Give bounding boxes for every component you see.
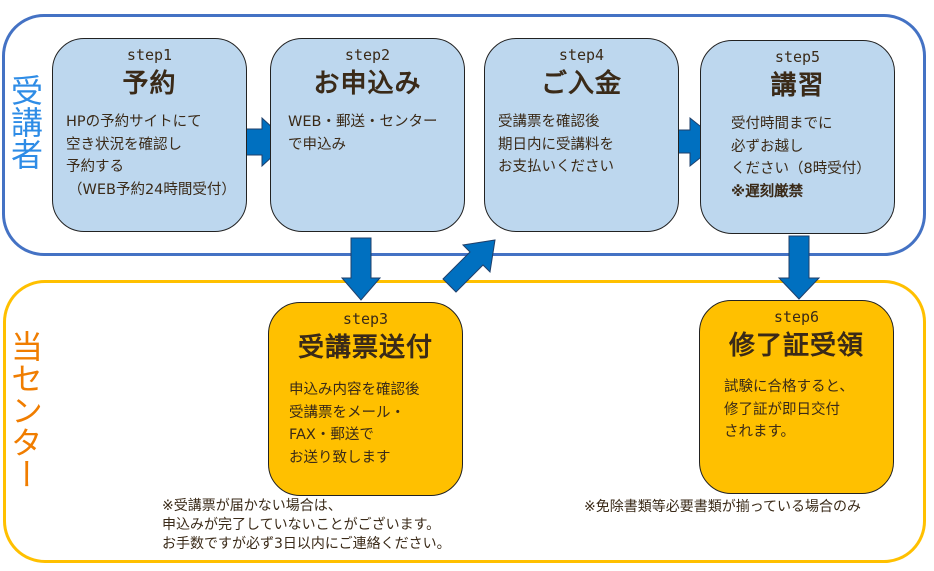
lane-student <box>2 14 926 256</box>
step-title: 修了証受領 <box>728 331 864 361</box>
step-number: step2 <box>344 46 391 64</box>
step-number: step6 <box>773 308 820 326</box>
body-line: 受講票を確認後 <box>498 114 600 130</box>
step-title: ご入金 <box>540 69 622 99</box>
step-card-2: step2 お申込み WEB・郵送・センターで申込み <box>270 38 465 232</box>
body-line: お支払いください <box>498 159 614 175</box>
body-line: 受付時間までに <box>731 116 833 132</box>
body-line: （WEB予約24時間受付） <box>68 181 236 198</box>
step-body: 受講票を確認後期日内に受講料をお支払いください <box>498 111 674 179</box>
note-step3: ※受講票が届かない場合は、 申込みが完了していないことがございます。 お手数です… <box>162 498 451 552</box>
step-title: お申込み <box>313 69 422 99</box>
body-line: されます。 <box>724 424 796 440</box>
step-body: 申込み内容を確認後受講票をメール・ FAX・郵送でお送り致します <box>289 379 458 469</box>
step-card-4: step4 ご入金 受講票を確認後期日内に受講料をお支払いください <box>484 38 679 232</box>
step-body: HPの予約サイトにて空き状況を確認し予約する （WEB予約24時間受付） <box>66 111 242 201</box>
step-card-6: step6 修了証受領 試験に合格すると、修了証が即日交付されます。 <box>699 300 894 494</box>
step-body: WEB・郵送・センターで申込み <box>288 111 460 156</box>
body-line: 申込み内容を確認後 <box>289 382 420 398</box>
body-line: 期日内に受講料を <box>498 136 614 153</box>
arrow-step2-to-step3 <box>340 237 382 301</box>
body-line: お送り致します <box>289 449 391 466</box>
step-body: 受付時間までに必ずお越しください（8時受付） ※遅刻厳禁 <box>731 113 890 203</box>
step-card-1: step1 予約 HPの予約サイトにて空き状況を確認し予約する （WEB予約24時… <box>52 38 247 232</box>
step-number: step5 <box>774 48 821 66</box>
step-title: 講習 <box>770 71 825 101</box>
body-line: 必ずお越し <box>731 138 804 155</box>
late-warning: ※遅刻厳禁 <box>731 183 804 200</box>
body-line: ください（8時受付） <box>731 161 871 177</box>
body-line: で申込み <box>288 136 346 153</box>
note-step6: ※免除書類等必要書類が揃っている場合のみ <box>584 499 862 515</box>
step-number: step3 <box>342 310 389 328</box>
body-line: WEB・郵送・センター <box>288 114 438 130</box>
step-number: step4 <box>558 46 605 64</box>
body-line: 修了証が即日交付 <box>724 401 840 418</box>
step-number: step1 <box>126 46 173 64</box>
body-line: 受講票をメール・ <box>289 404 405 421</box>
step-body: 試験に合格すると、修了証が即日交付されます。 <box>724 376 889 444</box>
body-line: FAX・郵送で <box>289 427 374 443</box>
step-card-3: step3 受講票送付 申込み内容を確認後受講票をメール・ FAX・郵送でお送り致… <box>268 302 463 496</box>
body-line: HPの予約サイトにて <box>66 114 202 130</box>
step-title: 予約 <box>122 69 177 99</box>
step-card-5: step5 講習 受付時間までに必ずお越しください（8時受付） ※遅刻厳禁 <box>700 40 895 234</box>
lane-label-center: 当センター <box>6 330 44 490</box>
arrow-step3-to-step4 <box>442 239 496 293</box>
lane-label-student: 受講者 <box>6 74 44 170</box>
step-title: 受講票送付 <box>297 333 433 363</box>
body-line: 予約する <box>66 159 124 175</box>
arrow-step5-to-step6 <box>777 235 821 300</box>
body-line: 試験に合格すると、 <box>724 379 854 395</box>
body-line: 空き状況を確認し <box>66 136 182 153</box>
